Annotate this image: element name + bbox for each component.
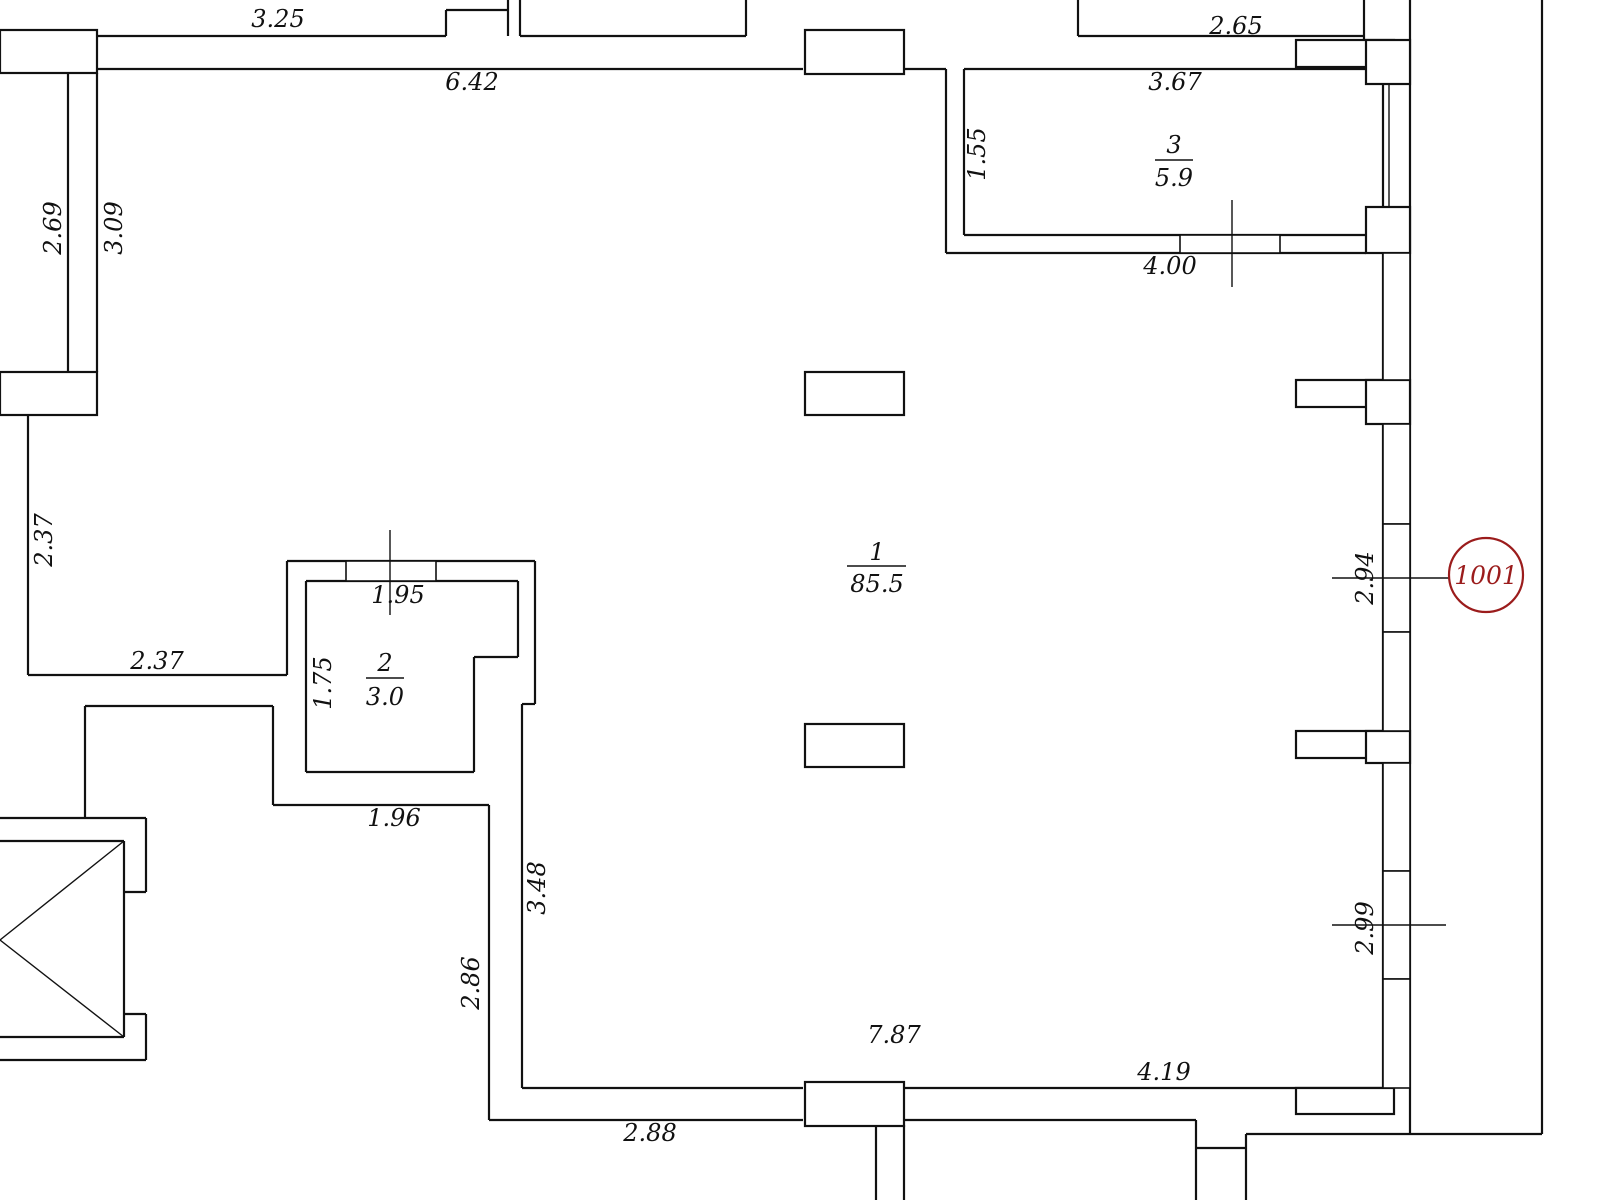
dim-label: 4.00	[1142, 252, 1196, 280]
room-label-3: 3 5.9	[1155, 131, 1193, 192]
room-2-area: 3.0	[366, 683, 404, 711]
left-wall	[0, 28, 537, 1088]
room-2-number: 2	[376, 649, 392, 677]
top-wall	[96, 0, 1366, 253]
room-1-number: 1	[869, 538, 884, 566]
dim-label: 2.86	[457, 956, 485, 1010]
dim-label: 6.42	[445, 68, 498, 96]
right-facade	[1294, 0, 1544, 1136]
dim-label: 1.55	[963, 127, 991, 180]
dim-label: 1.95	[371, 581, 424, 609]
dim-label: 1.75	[309, 656, 337, 709]
dim-label: 2.69	[39, 201, 67, 255]
section-marker-label: 1001	[1454, 561, 1518, 590]
dim-label: 7.87	[867, 1021, 921, 1049]
dim-label: 3.48	[523, 861, 551, 914]
room-label-1: 1 85.5	[847, 538, 906, 598]
stair-symbol	[0, 816, 148, 1062]
dim-label: 2.37	[129, 647, 184, 675]
corridor-walls	[83, 704, 803, 1122]
dim-label: 2.65	[1208, 12, 1262, 40]
room-3-area: 5.9	[1155, 164, 1193, 192]
room-label-2: 2 3.0	[366, 649, 404, 711]
room-2-walls	[304, 530, 520, 774]
dim-label: 4.19	[1136, 1058, 1190, 1086]
room-1-area: 85.5	[850, 570, 903, 598]
dim-label: 1.96	[367, 804, 420, 832]
dimension-labels: 3.25 2.65 6.42 3.67 4.00 1.95 2.37 1.96 …	[30, 5, 1379, 1147]
dim-label: 2.94	[1351, 551, 1379, 605]
dim-label: 3.09	[100, 201, 128, 254]
room-3-walls	[946, 67, 1366, 287]
dim-label: 2.37	[30, 513, 58, 568]
columns	[803, 28, 906, 1128]
dim-label: 2.88	[622, 1119, 676, 1147]
dim-label: 3.25	[251, 5, 304, 33]
section-marker: 1001	[1447, 536, 1525, 614]
dim-label: 3.67	[1148, 68, 1202, 96]
bottom-wall	[874, 1086, 1410, 1200]
room-3-number: 3	[1166, 131, 1181, 159]
dim-label: 2.99	[1351, 901, 1379, 955]
